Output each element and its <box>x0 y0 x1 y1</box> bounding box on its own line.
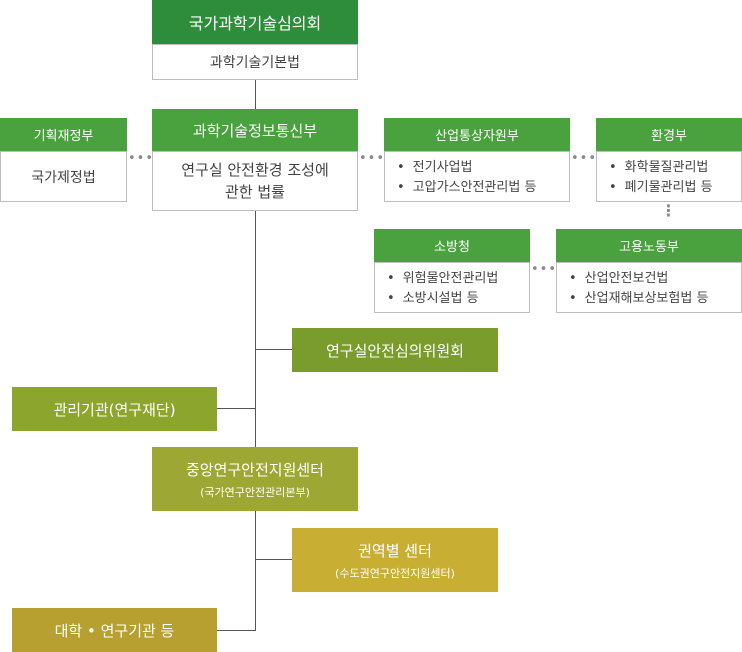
council-law: 과학기술기본법 <box>152 44 358 80</box>
connector-mgmt <box>217 408 255 409</box>
connector-univ <box>217 630 255 631</box>
regional-subtitle: (수도권연구안전지원센터) <box>335 566 455 580</box>
env-law-item: 화학물질관리법 <box>609 158 741 178</box>
msit-law-line2: 관한 법률 <box>225 183 285 201</box>
env-law-item: 폐기물관리법 등 <box>609 178 741 198</box>
regional-box: 권역별 센터 (수도권연구안전지원센터) <box>292 528 498 592</box>
fire-law-list: 위험물안전관리법 소방시설법 등 <box>374 262 530 313</box>
labor-title: 고용노동부 <box>556 229 742 262</box>
connector-regional <box>255 559 292 560</box>
center-box: 중앙연구안전지원센터 (국가연구안전관리본부) <box>152 447 358 511</box>
motie-law-list: 전기사업법 고압가스안전관리법 등 <box>384 151 570 202</box>
moef-law: 국가제정법 <box>0 151 127 202</box>
committee-box: 연구실안전심의위원회 <box>292 328 498 372</box>
env-law-list: 화학물질관리법 폐기물관리법 등 <box>596 151 742 202</box>
env-title: 환경부 <box>596 118 742 151</box>
motie-law-item: 전기사업법 <box>397 158 569 178</box>
vdots-env-labor: ⋮ <box>660 201 678 220</box>
dots-moef-msit: ••• <box>128 151 155 166</box>
connector-committee <box>255 349 292 350</box>
labor-law-item: 산업재해보상보험법 등 <box>569 289 741 309</box>
fire-law-item: 위험물안전관리법 <box>387 269 529 289</box>
msit-law-line1: 연구실 안전환경 조성에 <box>181 161 329 179</box>
center-title: 중앙연구안전지원센터 <box>185 460 324 479</box>
dots-motie-env: ••• <box>571 151 598 166</box>
msit-law: 연구실 안전환경 조성에 관한 법률 <box>152 151 358 211</box>
labor-law-list: 산업안전보건법 산업재해보상보험법 등 <box>556 262 742 313</box>
msit-title: 과학기술정보통신부 <box>152 109 358 151</box>
council-title: 국가과학기술심의회 <box>152 0 358 44</box>
moef-title: 기획재정부 <box>0 118 127 151</box>
center-subtitle: (국가연구안전관리본부) <box>200 485 310 499</box>
motie-law-item: 고압가스안전관리법 등 <box>397 178 569 198</box>
mgmt-box: 관리기관(연구재단) <box>12 387 217 431</box>
dots-fire-labor: ••• <box>531 262 558 277</box>
regional-title: 권역별 센터 <box>358 541 432 560</box>
connector-council-msit <box>255 80 256 109</box>
connector-main-trunk <box>255 211 256 631</box>
univ-box: 대학 • 연구기관 등 <box>12 608 217 652</box>
fire-law-item: 소방시설법 등 <box>387 289 529 309</box>
labor-law-item: 산업안전보건법 <box>569 269 741 289</box>
motie-title: 산업통상자원부 <box>384 118 570 151</box>
dots-msit-motie: ••• <box>359 151 386 166</box>
fire-title: 소방청 <box>374 229 530 262</box>
